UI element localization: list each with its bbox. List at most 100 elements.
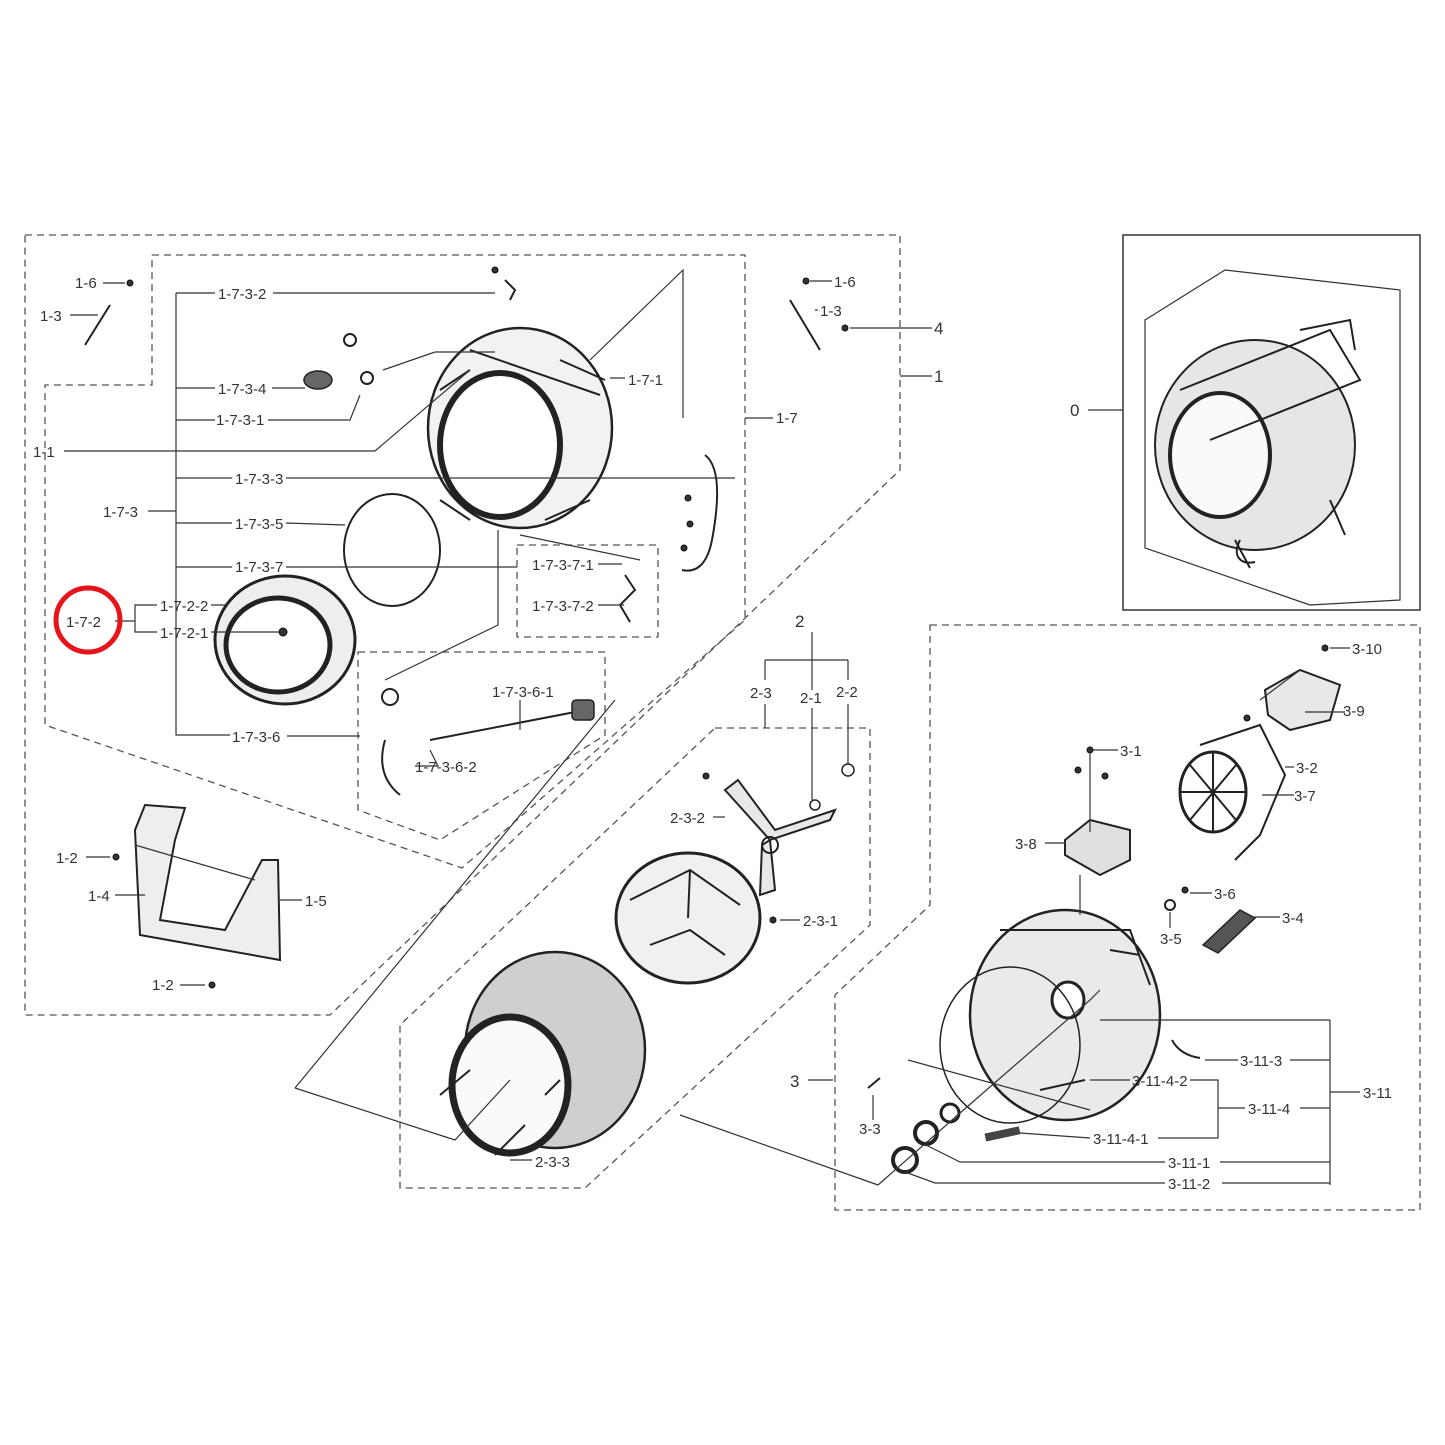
highlight-circle [53,585,123,655]
label-3-9: 3-9 [1343,703,1365,720]
assembled-tub-ribs [1179,318,1362,569]
bracket-screw-top [112,853,120,861]
tub-screw-2 [686,520,694,528]
label-1-2-a: 1-2 [56,850,78,867]
group-3-outline [834,624,1421,1211]
label-1-7-1: 1-7-1 [628,372,663,389]
hanger-screw-left [126,279,134,287]
drain-rod-1-7-3-6-1 [429,711,576,741]
drum-opening [448,1013,572,1157]
tub-gasket-1-7-3-5 [343,493,441,607]
hanger-spring-right [789,299,821,351]
leader-lines [64,268,1360,1186]
tub-drain-hose [681,454,719,572]
bearing-3-11-1 [913,1120,939,1146]
spider-arm-2-3-2 [723,778,837,897]
label-3-11: 3-11 [1363,1085,1392,1102]
label-1-7-3-3: 1-7-3-3 [235,471,283,488]
label-3-11-2: 3-11-2 [1168,1176,1210,1193]
label-3-2: 3-2 [1296,760,1318,777]
assembled-tub-group [1122,234,1421,611]
hanger-screw-right [802,277,810,285]
front-ring-1-7-2-inner [223,595,333,695]
label-1-6-b: 1-6 [834,274,856,291]
screw-3-1-c [1101,772,1109,780]
label-1-4: 1-4 [88,888,110,905]
fitting-1-7-3-7 [618,574,637,623]
clamp-1-7-3-4-top [343,333,357,347]
label-3-11-4-1: 3-11-4-1 [1093,1131,1149,1148]
label-1-7-2-2: 1-7-2-2 [160,598,208,615]
label-1: 1 [934,367,943,386]
group-3-parts [867,644,1342,1174]
bearing-3-11-1-small [939,1102,961,1124]
label-3-11-1: 3-11-1 [1168,1155,1210,1172]
label-0: 0 [1070,401,1079,420]
assembled-tub-hose [1235,539,1256,564]
tub-front-inner [437,370,563,520]
part-labels: 1-6 1-3 1-7-3-2 1-7-3-4 1-7-3-1 1-1 1-7-… [33,274,1392,1193]
sensor-3-3 [867,1077,881,1089]
screw-3-10 [1321,644,1329,652]
group-1-7-3-7-outline [516,544,659,638]
hanger-screw-4 [841,324,849,332]
label-1-7-3-5: 1-7-3-5 [235,516,283,533]
label-3-8: 3-8 [1015,836,1037,853]
label-3-7: 3-7 [1294,788,1316,805]
label-1-7-3-7: 1-7-3-7 [235,559,283,576]
label-1-7-3-6-1: 1-7-3-6-1 [492,684,554,701]
tub-screw-3 [680,544,688,552]
label-1-7-3-6-2: 1-7-3-6-2 [415,759,477,776]
label-2-1: 2-1 [800,690,822,707]
drain-cap [571,699,595,721]
tub-top-fitting [504,279,517,301]
label-1-7-2-1: 1-7-2-1 [160,625,208,642]
label-1-7-3-4: 1-7-3-4 [218,381,266,398]
part-3-5 [1164,899,1176,911]
part-3-11-4-1 [984,1126,1021,1142]
tub-top-screw [491,266,499,274]
hose-fitting-1-7-3-4 [303,370,333,390]
group-2-parts [439,763,855,1157]
clip-3-11-3 [1171,1039,1201,1059]
clamp-1-7-3-4-side [360,371,374,385]
label-1-3-a: 1-3 [40,308,62,325]
group-outlines [24,234,1421,1211]
label-1-5: 1-5 [305,893,327,910]
label-1-7: 1-7 [776,410,798,427]
label-2-2: 2-2 [836,684,858,701]
drum-lifters [439,1069,561,1156]
label-1-2-b: 1-2 [152,977,174,994]
washer-2-2 [841,763,855,777]
label-3-11-4: 3-11-4 [1248,1101,1290,1118]
group-0-frame [1122,234,1421,611]
label-1-7-3-7-1: 1-7-3-7-1 [532,557,594,574]
label-2: 2 [795,612,804,631]
label-1-7-3-6: 1-7-3-6 [232,729,280,746]
label-1-7-2: 1-7-2 [66,614,101,631]
label-3: 3 [790,1072,799,1091]
cabinet-outline [1144,269,1401,606]
washer-2-1 [809,799,821,811]
label-4: 4 [934,319,943,338]
part-3-6 [1181,886,1189,894]
label-3-1: 3-1 [1120,743,1142,760]
pulley-spokes [1180,752,1246,832]
clamp-1-7-3-6 [381,688,399,706]
label-3-11-4-2: 3-11-4-2 [1132,1073,1188,1090]
spider-screw-1 [702,772,710,780]
group-1-outline [24,234,901,1016]
label-2-3-3: 2-3-3 [535,1154,570,1171]
label-1-7-3-1: 1-7-3-1 [216,412,264,429]
hanger-spring-left [84,304,111,346]
label-3-4: 3-4 [1282,910,1304,927]
part-3-4 [1201,909,1257,954]
label-3-10: 3-10 [1352,641,1382,658]
label-1-7-3: 1-7-3 [103,504,138,521]
label-1-1: 1-1 [33,444,55,461]
bracket-screw-bottom [208,981,216,989]
label-2-3: 2-3 [750,685,772,702]
pulley-cone-3-2 [1199,723,1287,861]
label-1-6-a: 1-6 [75,275,97,292]
